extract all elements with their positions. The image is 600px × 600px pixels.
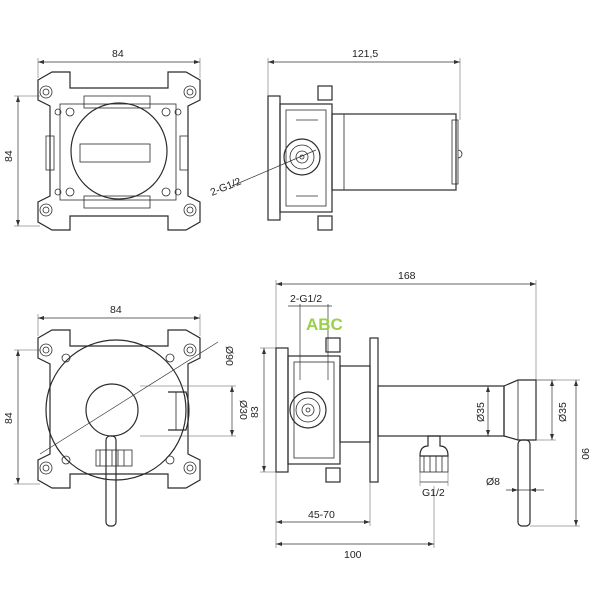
dim-bottom-right-height: 83 xyxy=(249,406,261,418)
dim-bottom-right-body-diam: Ø35 xyxy=(475,402,487,422)
dim-top-right-length: 121,5 xyxy=(352,48,378,60)
dim-bottom-left-plate-diam: Ø90 xyxy=(223,346,235,366)
view-bottom-left-front xyxy=(14,314,236,527)
view-top-right-side xyxy=(231,58,463,231)
view-bottom-right-side xyxy=(260,280,580,548)
dim-bottom-right-thread: 2-G1/2 xyxy=(290,293,322,305)
dim-bottom-left-height: 84 xyxy=(3,412,15,424)
dim-bottom-right-handle-diam: Ø35 xyxy=(557,402,569,422)
dim-bottom-right-outlet-thread: G1/2 xyxy=(422,487,445,499)
dim-bottom-right-total: 168 xyxy=(398,270,416,282)
dim-bottom-right-depth-range: 45-70 xyxy=(308,509,335,521)
dim-bottom-right-overall-height: 90 xyxy=(579,448,591,460)
dim-bottom-left-width: 84 xyxy=(110,304,122,316)
view-top-left-front xyxy=(14,58,201,231)
dim-top-left-width: 84 xyxy=(112,48,124,60)
dim-bottom-right-depth: 100 xyxy=(344,549,362,561)
dim-bottom-left-handle-diam: Ø30 xyxy=(237,400,249,420)
dim-top-right-thread: 2-G1/2 xyxy=(209,176,243,199)
dim-bottom-right-lever-diam: Ø8 xyxy=(486,476,500,488)
watermark-logo: ABC xyxy=(306,315,343,334)
dim-top-left-height: 84 xyxy=(3,150,15,162)
